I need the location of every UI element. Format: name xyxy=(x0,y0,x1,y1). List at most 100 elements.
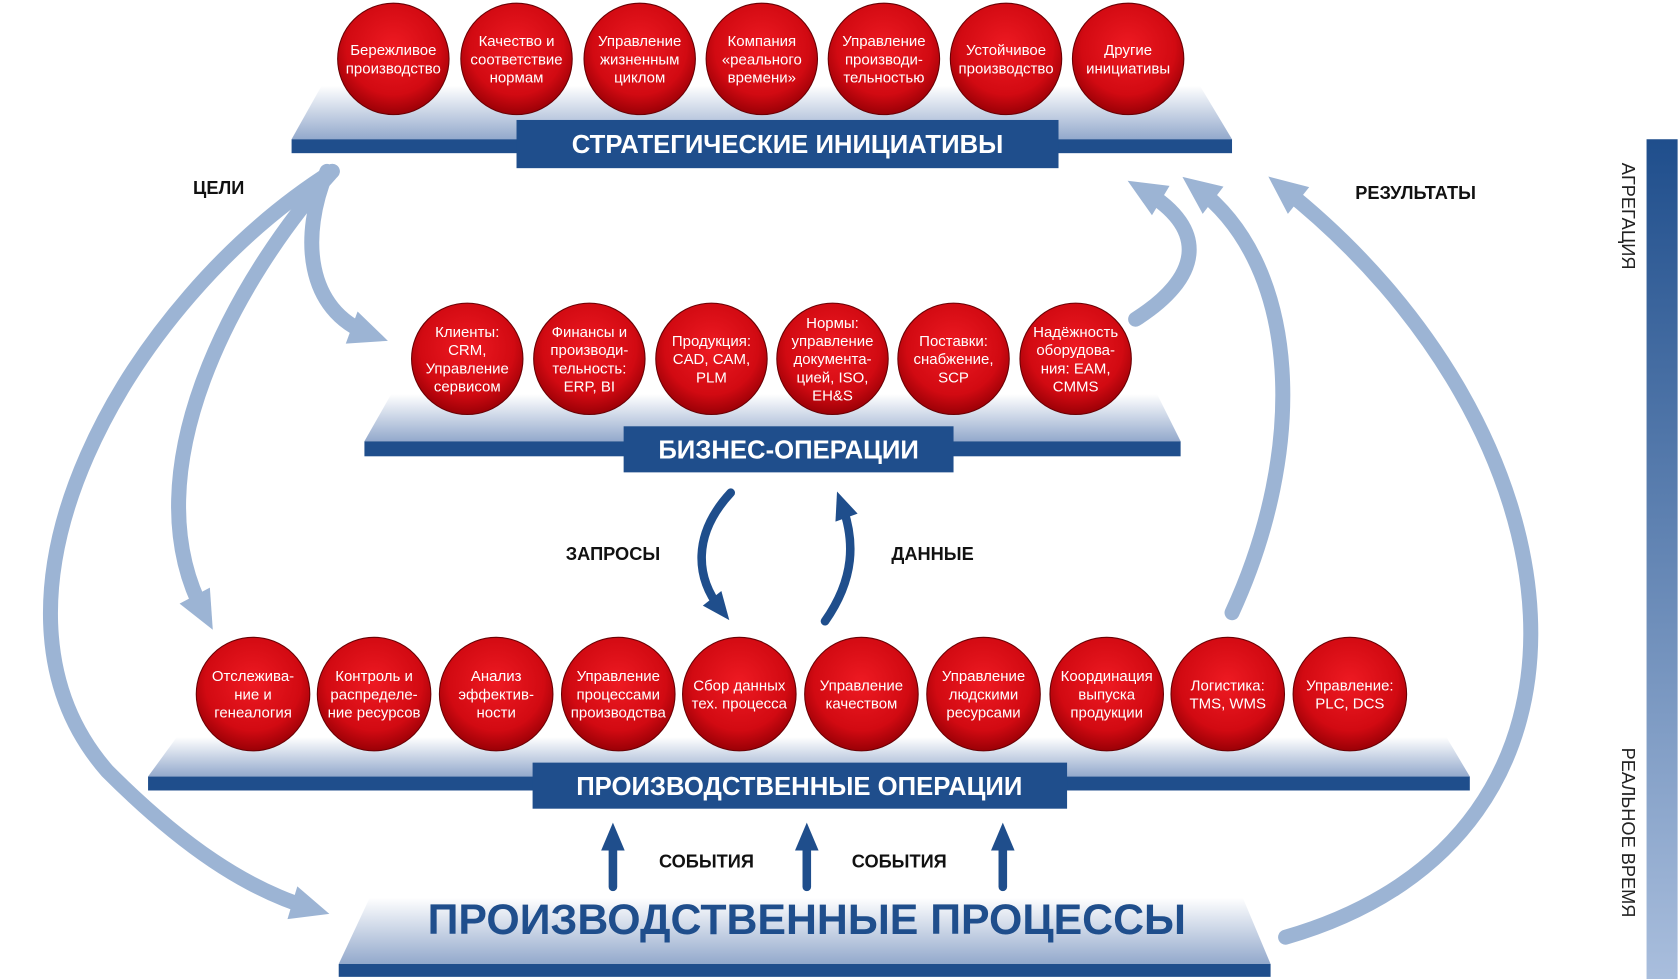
processes-bar xyxy=(338,964,1271,977)
processes-title: ПРОИЗВОДСТВЕННЫЕ ПРОЦЕССЫ xyxy=(428,896,1186,944)
data-arrow xyxy=(820,491,858,626)
goals-to-processes-arrow xyxy=(43,163,340,920)
item-label-line: Управление xyxy=(598,33,681,50)
item-label-line: тех. процесса xyxy=(692,696,788,713)
production-item-circle xyxy=(1049,636,1165,752)
item-label-line: Нормы: xyxy=(806,315,859,332)
item-label-line: эффектив- xyxy=(458,686,534,703)
strategic-item-circle xyxy=(1071,2,1185,116)
item-label-line: Финансы и xyxy=(552,324,627,341)
item-label-line: Управление xyxy=(842,33,925,50)
scale-bottom-label: РЕАЛЬНОЕ ВРЕМЯ xyxy=(1618,748,1638,918)
production-item-circle xyxy=(682,636,797,752)
item-label-line: сервисом xyxy=(434,378,501,395)
item-label-line: Поставки: xyxy=(919,333,988,350)
item-label-line: PLM xyxy=(696,369,727,386)
item-label-line: производство xyxy=(958,60,1053,77)
item-label-line: SCP xyxy=(938,369,969,386)
item-label-line: Надёжность xyxy=(1033,324,1118,341)
production-item-circle xyxy=(438,636,554,752)
item-label-line: PLC, DCS xyxy=(1315,696,1384,713)
item-label-line: тельностью xyxy=(843,69,924,86)
item-label-line: Управление xyxy=(820,677,903,694)
production-item-circle xyxy=(1292,636,1408,752)
production-item-circle xyxy=(316,636,432,752)
item-label-line: управление xyxy=(792,333,874,350)
item-label-line: Анализ xyxy=(471,668,522,685)
aggregation-scale-bar xyxy=(1646,139,1678,979)
item-label-line: EH&S xyxy=(812,388,853,405)
item-label-line: инициативы xyxy=(1086,60,1170,77)
business-item-circle xyxy=(897,302,1010,416)
business-item-circle xyxy=(411,302,524,416)
item-label-line: людскими xyxy=(949,686,1019,703)
processes-results-arrow xyxy=(1268,176,1539,945)
item-label-line: ресурсами xyxy=(946,705,1020,722)
item-label-line: выпуска xyxy=(1078,686,1136,703)
business-item-label: Поставки:снабжение,SCP xyxy=(914,333,994,386)
strategic-item-circle xyxy=(460,2,573,116)
item-label-line: CRM, xyxy=(448,342,486,359)
item-label-line: оборудова- xyxy=(1036,342,1115,359)
item-label-line: жизненным xyxy=(600,51,680,68)
production-item-label: Управление качеством xyxy=(820,677,903,712)
item-label-line: CMMS xyxy=(1053,378,1099,395)
item-label-line: циклом xyxy=(614,69,665,86)
item-label-line: ности xyxy=(476,705,515,722)
item-label-line: Управление xyxy=(577,668,660,685)
item-label-line: Качество и xyxy=(479,33,555,50)
item-label-line: Клиенты: xyxy=(435,324,499,341)
item-label-line: нормам xyxy=(490,69,544,86)
business-item-circle xyxy=(533,302,646,416)
item-label-line: Координация xyxy=(1061,668,1153,685)
results-label: РЕЗУЛЬТАТЫ xyxy=(1355,183,1476,203)
production-item-circle xyxy=(195,636,311,752)
item-label-line: производи- xyxy=(550,342,628,359)
requests-label: ЗАПРОСЫ xyxy=(566,544,660,564)
requests-arrow xyxy=(697,488,736,621)
strategic-item-circle xyxy=(705,2,819,116)
item-label-line: «реального xyxy=(722,51,802,68)
item-label-line: соответствие xyxy=(470,51,562,68)
item-label-line: Продукция: xyxy=(672,333,751,350)
item-label-line: производство xyxy=(346,60,441,77)
item-label-line: Управление xyxy=(942,668,1025,685)
production-title-box xyxy=(532,762,1068,809)
business-title: БИЗНЕС-ОПЕРАЦИИ xyxy=(658,436,919,464)
item-label-line: времени» xyxy=(728,69,796,86)
production-title: ПРОИЗВОДСТВЕННЫЕ ОПЕРАЦИИ xyxy=(576,773,1022,801)
business-title-box xyxy=(623,426,954,473)
item-label-line: снабжение, xyxy=(914,351,994,368)
item-label-line: Управление: xyxy=(1306,677,1393,694)
goals-label: ЦЕЛИ xyxy=(193,178,244,198)
strategic-item-circle xyxy=(583,2,696,116)
item-label-line: ние ресурсов xyxy=(328,705,421,722)
production-item-circle xyxy=(926,636,1041,752)
item-label-line: Другие xyxy=(1104,42,1152,59)
item-label-line: качеством xyxy=(826,696,898,713)
events-label-2: СОБЫТИЯ xyxy=(852,852,947,872)
item-label-line: ERP, BI xyxy=(564,378,615,395)
item-label-line: Контроль и xyxy=(335,668,413,685)
scale-top-label: АГРЕГАЦИЯ xyxy=(1618,163,1638,270)
item-label-line: Устойчивое xyxy=(966,42,1046,59)
item-label-line: CAD, CAM, xyxy=(673,351,750,368)
business-item-circle xyxy=(776,302,889,416)
business-results-arrow xyxy=(1127,180,1197,327)
goals-to-business-arrow xyxy=(304,163,388,344)
item-label-line: продукции xyxy=(1070,705,1143,722)
events-label-1: СОБЫТИЯ xyxy=(659,852,754,872)
